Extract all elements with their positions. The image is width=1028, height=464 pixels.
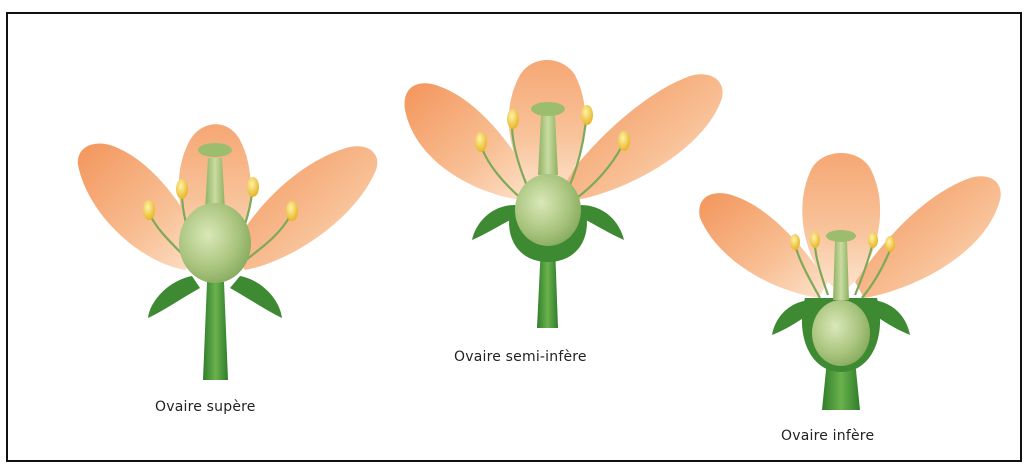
flower-superior-ovary <box>78 124 377 380</box>
caption-inferior-ovary: Ovaire infère <box>781 428 874 444</box>
anther <box>581 105 593 125</box>
anther <box>810 232 820 248</box>
anther <box>507 109 519 129</box>
style <box>538 115 558 175</box>
stem <box>203 282 228 380</box>
anther <box>475 132 487 152</box>
anther <box>790 234 800 250</box>
ovary <box>515 174 581 246</box>
sepal <box>148 276 200 318</box>
anther <box>885 236 895 252</box>
caption-superior-ovary: Ovaire supère <box>155 399 256 415</box>
anther <box>247 177 259 197</box>
anther <box>286 201 298 221</box>
anther <box>176 179 188 199</box>
flower-inferior-ovary <box>699 153 1000 410</box>
stigma <box>826 230 856 242</box>
anther <box>618 131 630 151</box>
style <box>205 158 225 210</box>
ovary <box>812 300 870 366</box>
stigma <box>531 102 565 116</box>
sepal <box>230 276 282 318</box>
anther <box>143 200 155 220</box>
petal <box>232 146 377 270</box>
style <box>833 240 849 300</box>
ovary <box>179 203 251 283</box>
stigma <box>198 143 232 157</box>
flower-semi-inferior-ovary <box>404 60 722 328</box>
anther <box>868 232 878 248</box>
petal <box>562 74 723 200</box>
caption-semi-inferior-ovary: Ovaire semi-infère <box>454 349 587 365</box>
